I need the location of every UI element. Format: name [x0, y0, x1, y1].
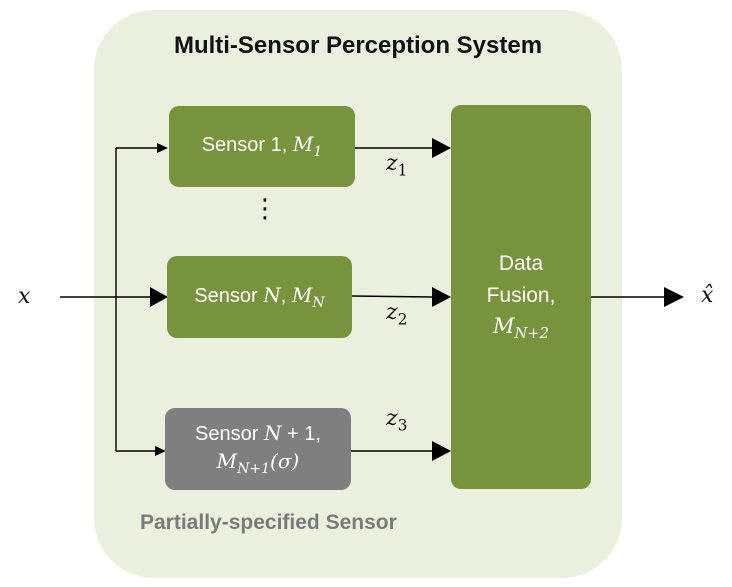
z1-label: z1 — [386, 151, 408, 180]
sensor-n1-box: Sensor N + 1, MN+1(σ) — [165, 408, 351, 490]
branch-sensor-n1-arrowhead — [155, 446, 166, 456]
sensor-1-label: Sensor 1, M1 — [201, 132, 323, 160]
sensor-n1-label: Sensor N + 1, MN+1(σ) — [195, 420, 321, 477]
partial-sensor-caption: Partially-specified Sensor — [140, 511, 397, 534]
data-fusion-box: Data Fusion, MN+2 — [451, 105, 591, 489]
input-label: x — [18, 284, 31, 309]
z2-wire — [351, 295, 433, 298]
sensor-1-box: Sensor 1, M1 — [169, 106, 355, 187]
z3-label: z3 — [386, 406, 408, 435]
sensor-ellipsis: ⋮ — [252, 193, 278, 223]
diagram-title: Multi-Sensor Perception System — [173, 32, 543, 59]
data-fusion-label: Data Fusion, MN+2 — [486, 252, 556, 343]
sensor-n-box: Sensor N, MN — [167, 256, 352, 338]
z3-arrowhead — [432, 441, 451, 461]
sensor-n-label: Sensor N, MN — [194, 282, 325, 311]
input-arrowhead — [150, 287, 168, 307]
z2-arrowhead — [432, 287, 451, 307]
output-label: x̂ — [701, 283, 714, 308]
z1-arrowhead — [432, 138, 451, 158]
z2-label: z2 — [386, 300, 408, 329]
branch-sensor-1-arrowhead — [157, 143, 168, 153]
output-arrowhead — [664, 287, 684, 307]
